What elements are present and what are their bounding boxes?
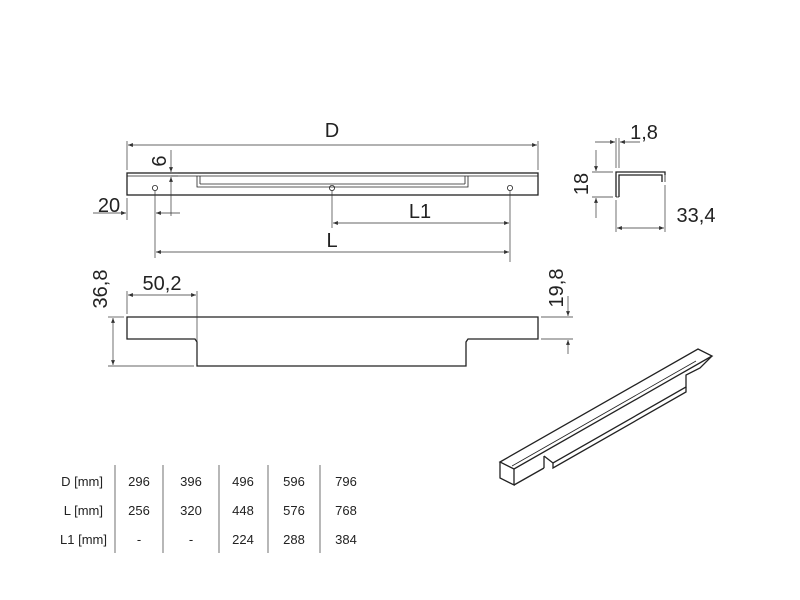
front-view-outline — [126, 316, 539, 367]
top-view-grip-window — [196, 176, 469, 188]
top-view: D 6 20 L1 L — [93, 120, 539, 262]
size-table: D [mm] 296 396 496 596 796 L [mm] 256 32… — [60, 465, 357, 553]
dimension-l1-label: L1 — [409, 201, 431, 223]
dimension-l-label: L — [326, 230, 337, 252]
front-view: 36,8 50,2 19,8 — [90, 269, 573, 367]
dimension-19-8-label: 19,8 — [546, 269, 568, 308]
profile-section — [615, 171, 666, 197]
dimension-18-label: 18 — [571, 173, 593, 195]
screw-hole-center — [328, 184, 335, 191]
table-cell: 596 — [283, 474, 305, 489]
row-label-d: D [mm] — [61, 474, 103, 489]
screw-hole-left — [151, 184, 158, 191]
dimension-6-label: 6 — [149, 155, 171, 166]
table-cell: 256 — [128, 503, 150, 518]
table-cell: 224 — [232, 532, 254, 547]
dimension-d-label: D — [325, 120, 339, 142]
dimension-33-4-label: 33,4 — [677, 205, 716, 227]
table-cell: - — [189, 532, 193, 547]
profile-view: 1,8 18 33,4 — [571, 122, 715, 232]
dimension-1-8-label: 1,8 — [630, 122, 658, 144]
screw-hole-right — [506, 184, 513, 191]
isometric-view — [498, 348, 714, 487]
dimension-20-label: 20 — [98, 195, 120, 217]
table-cell: 384 — [335, 532, 357, 547]
table-cell: 320 — [180, 503, 202, 518]
row-label-l1: L1 [mm] — [60, 532, 107, 547]
table-cell: 396 — [180, 474, 202, 489]
table-cell: 288 — [283, 532, 305, 547]
table-cell: 496 — [232, 474, 254, 489]
dimension-50-2-label: 50,2 — [143, 273, 182, 295]
table-cell: - — [137, 532, 141, 547]
dimension-36-8-label: 36,8 — [90, 270, 112, 309]
top-view-outline — [126, 172, 539, 196]
table-cell: 768 — [335, 503, 357, 518]
row-label-l: L [mm] — [64, 503, 103, 518]
table-cell: 448 — [232, 503, 254, 518]
table-cell: 796 — [335, 474, 357, 489]
table-cell: 296 — [128, 474, 150, 489]
table-cell: 576 — [283, 503, 305, 518]
